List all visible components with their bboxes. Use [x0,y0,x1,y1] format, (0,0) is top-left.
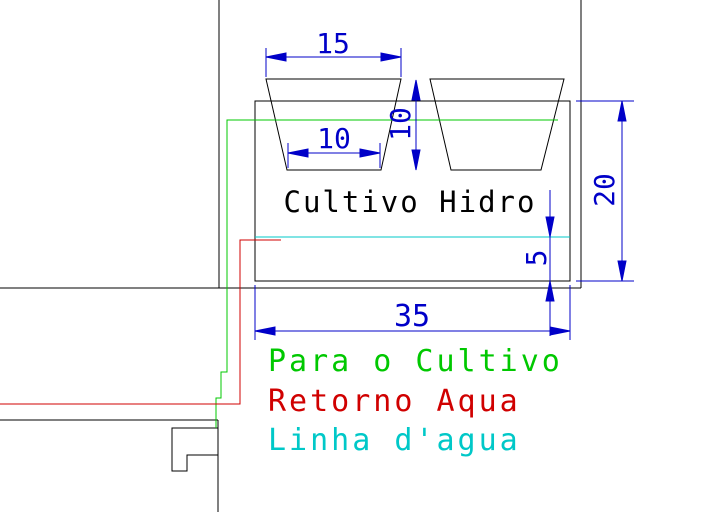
supply-line [215,119,558,428]
arrow [254,326,276,336]
pot-right [429,78,565,171]
dim-top-width: 15 [316,27,350,60]
arrow [411,149,421,171]
arrow [265,52,287,62]
legend-water-line: Linha d'agua [268,423,521,458]
arrow [545,280,555,302]
pump-symbol [171,427,219,472]
legend-supply: Para o Cultivo [268,344,563,379]
dimensions [254,48,634,340]
dim-water-depth: 5 [520,250,553,267]
tank [254,100,571,282]
dim-tank-width: 35 [394,299,430,334]
return-line [0,239,281,405]
arrow [411,79,421,101]
arrow [380,52,402,62]
legend-return: Retorno Aqua [268,384,521,419]
arrow [359,148,381,158]
arrow [549,326,571,336]
dim-pot-height: 10 [384,107,417,141]
pot-left [265,78,402,171]
arrow [545,216,555,238]
arrow [617,260,627,282]
dim-bottom-width: 10 [317,122,351,155]
arrow [287,148,309,158]
dim-tank-height: 20 [588,173,621,207]
tank-label: Cultivo Hidro [284,185,537,219]
legend: Para o Cultivo Retorno Aqua Linha d'agua [268,344,563,458]
arrow [617,100,627,122]
